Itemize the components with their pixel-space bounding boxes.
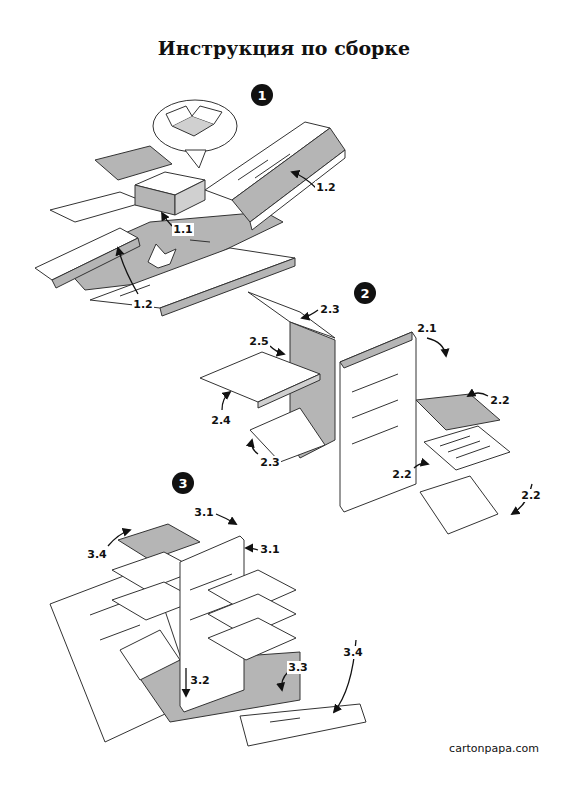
motion-arrows-part	[118, 248, 138, 294]
callout-number: 1.2	[132, 298, 154, 311]
callout-number: 3.4	[86, 548, 108, 561]
step-1-illustration-part	[175, 180, 205, 215]
step-2-illustration-part	[424, 426, 510, 470]
step-2-illustration-part	[448, 441, 480, 452]
step-3-illustration-part	[120, 630, 180, 680]
step-number: 1	[251, 84, 273, 106]
callout-number: 2.1	[416, 322, 438, 335]
step-3-illustration-part	[100, 625, 140, 640]
step-2-illustration-part	[340, 332, 412, 368]
motion-arrows-part	[246, 548, 258, 550]
website-url: cartonpapa.com	[449, 742, 539, 755]
step-2-illustration-part	[456, 446, 490, 458]
callout-number: 2.3	[319, 303, 341, 316]
motion-arrows-part	[292, 172, 316, 188]
step-number-text: 2	[360, 287, 369, 300]
motion-arrows-part	[162, 213, 172, 226]
step-number-text: 3	[178, 477, 187, 490]
motion-arrows-part	[282, 672, 288, 690]
step-2-illustration	[200, 292, 510, 534]
callout-number: 2.3	[259, 456, 281, 469]
step-2-illustration-part	[258, 374, 320, 408]
step-2-illustration-part	[352, 374, 398, 392]
motion-arrows-part	[468, 393, 488, 396]
step-1-illustration-part	[50, 192, 145, 222]
callout-number: 2.4	[210, 414, 232, 427]
step-2-illustration-part	[352, 426, 398, 444]
step-1-illustration-part	[120, 285, 150, 296]
step-2-illustration-part	[352, 400, 398, 418]
step-1-illustration-part	[232, 128, 345, 222]
callout-number: 1.1	[172, 223, 194, 236]
step-1-illustration-part	[153, 100, 237, 152]
motion-arrows-part	[108, 530, 130, 546]
motion-arrows-part	[185, 668, 186, 696]
step-2-illustration-part	[420, 476, 498, 534]
step-1-illustration-part	[148, 244, 176, 268]
callout-number: 2.2	[520, 489, 542, 502]
motion-arrows-part	[252, 440, 258, 454]
step-1-illustration-part	[52, 238, 140, 288]
motion-arrows-part	[427, 338, 446, 356]
callout-number: 3.2	[189, 674, 211, 687]
callout-number: 3.1	[259, 543, 281, 556]
callout-number: 3.4	[342, 646, 364, 659]
motion-arrows	[108, 172, 532, 712]
page-title: Инструкция по сборке	[158, 37, 410, 59]
motion-arrows-part	[270, 346, 284, 354]
step-1-illustration-part	[166, 106, 192, 126]
step-2-illustration-part	[200, 352, 320, 402]
callout-number: 3.1	[193, 506, 215, 519]
step-2-illustration-part	[340, 332, 416, 512]
step-3-illustration-part	[270, 718, 300, 722]
motion-arrows-part	[414, 464, 428, 469]
step-2-illustration-part	[416, 394, 500, 430]
motion-arrows-part	[302, 310, 318, 318]
motion-arrows-part	[216, 514, 236, 524]
step-1-illustration	[35, 100, 345, 316]
callout-number: 2.5	[248, 335, 270, 348]
step-1-illustration-part	[185, 150, 206, 168]
step-3-illustration-part	[240, 704, 366, 746]
callout-number: 3.3	[287, 661, 309, 674]
step-1-illustration-part	[135, 185, 175, 215]
step-3-illustration	[50, 524, 366, 746]
callout-number: 1.2	[315, 181, 337, 194]
step-number: 2	[354, 282, 376, 304]
callout-number: 2.2	[391, 468, 413, 481]
step-number: 3	[172, 472, 194, 494]
callout-number: 2.2	[489, 394, 511, 407]
step-2-illustration-part	[440, 436, 470, 446]
step-1-illustration-part	[250, 150, 345, 230]
step-1-illustration-part	[190, 240, 210, 242]
step-3-illustration-part	[208, 618, 296, 660]
step-2-illustration-part	[250, 408, 325, 462]
step-1-illustration-part	[192, 106, 222, 124]
step-number-text: 1	[257, 89, 266, 102]
motion-arrows-part	[222, 392, 230, 410]
